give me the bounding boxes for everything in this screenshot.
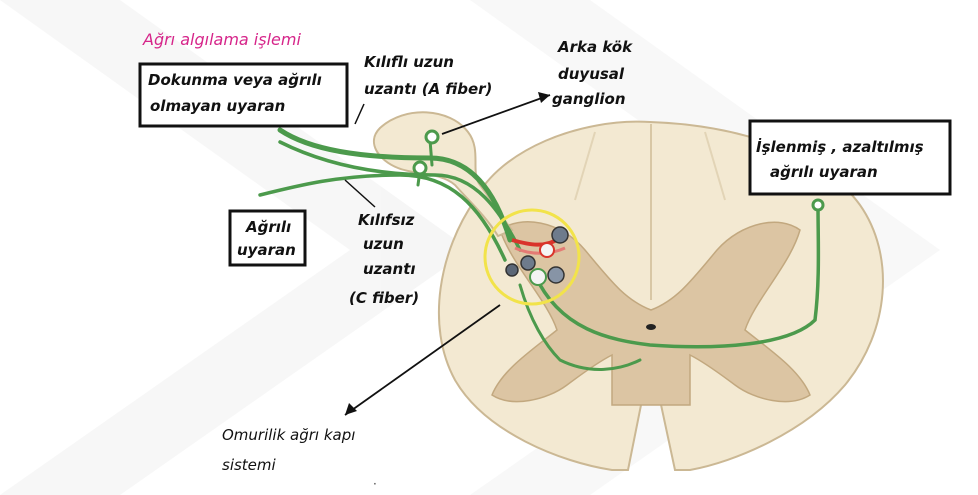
diagram-title: Ağrı algılama işlemi — [142, 30, 301, 49]
a-fiber-label: Kılıflı uzun uzantı (A fiber) — [364, 53, 492, 98]
footnote-dot: · — [373, 477, 377, 491]
ganglion-arrow — [442, 92, 550, 134]
gate-system-label: Omurilik ağrı kapı sistemi — [222, 426, 360, 474]
central-canal — [646, 324, 656, 330]
a-fiber-pointer — [355, 104, 364, 124]
processed-stimulus-box — [750, 121, 950, 194]
ganglion-label: Arka kök duyusal ganglion — [552, 38, 637, 108]
